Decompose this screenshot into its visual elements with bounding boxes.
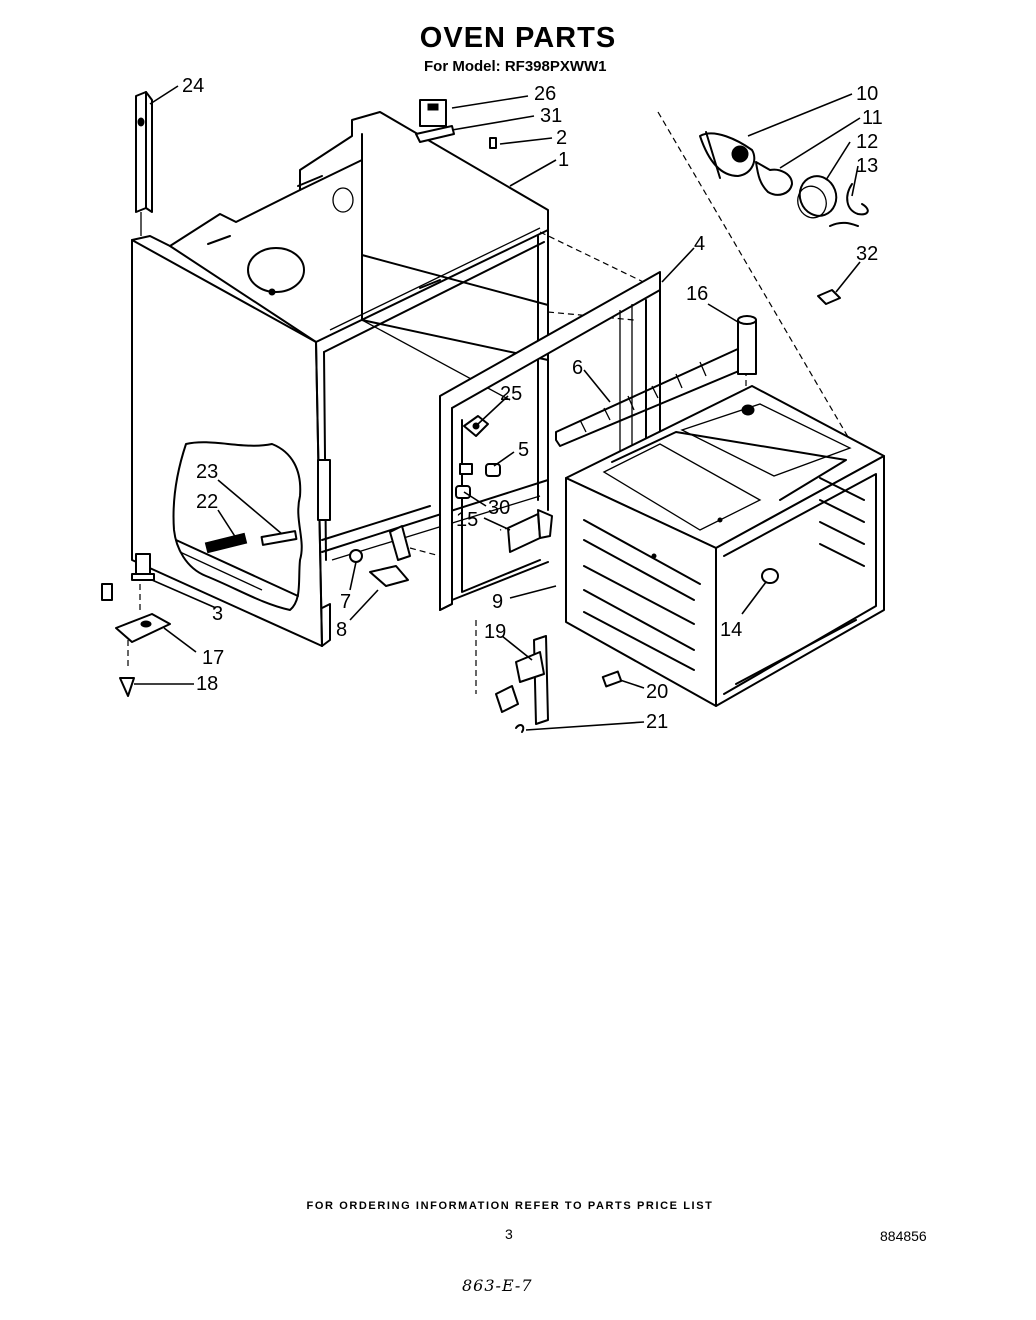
part-2-screw [489,137,497,149]
callout-13: 13 [856,155,878,177]
part-30-insulator [455,463,473,499]
part-26-switch [415,99,455,143]
oven-liner [565,385,885,707]
callout-7: 7 [340,591,351,613]
callout-19: 19 [484,621,506,643]
callout-24: 24 [182,75,204,97]
callout-1: 1 [558,149,569,171]
part-13-lens-retainer [829,183,869,227]
part-21-clip [515,724,525,733]
callout-26: 26 [534,83,556,105]
callout-15: 15 [456,509,478,531]
part-15-bracket [507,509,553,553]
callout-9: 9 [492,591,503,613]
callout-30: 30 [488,497,510,519]
document-number: 884856 [880,1228,927,1244]
callout-23: 23 [196,461,218,483]
callout-31: 31 [540,105,562,127]
part-screw [101,583,113,601]
callout-16: 16 [686,283,708,305]
model-subtitle: For Model: RF398PXWW1 [424,58,607,75]
callout-17: 17 [202,647,224,669]
callout-20: 20 [646,681,668,703]
part-10-light-socket [699,131,756,179]
part-17-bracket [115,613,171,643]
page-number: 3 [505,1226,513,1242]
callout-11: 11 [862,107,883,129]
callout-2: 2 [556,127,567,149]
callout-14: 14 [720,619,742,641]
callout-3: 3 [212,603,223,625]
front-frame [439,271,661,611]
part-16-vent-tube [737,315,757,375]
oven-cabinet [131,111,549,647]
part-7-nut [349,549,363,563]
part-12-lens [797,175,838,219]
part-22-igniter [204,532,248,554]
part-18-tip [119,677,135,697]
ordering-note: FOR ORDERING INFORMATION REFER TO PARTS … [306,1200,714,1212]
callout-32: 32 [856,243,878,265]
callout-21: 21 [646,711,668,733]
callout-8: 8 [336,619,347,641]
part-8-bracket [369,525,411,587]
callout-leaders [134,85,861,731]
part-32-clip [817,289,841,305]
callout-5: 5 [518,439,529,461]
part-24-hinge-bracket [135,91,153,236]
callout-10: 10 [856,83,878,105]
part-5-insulator [485,463,501,477]
handwritten-note: 863-E-7 [462,1276,533,1295]
part-3-leveling-leg [131,553,155,581]
callout-18: 18 [196,673,218,695]
part-11-bulb [755,161,793,196]
callout-22: 22 [196,491,218,513]
callout-25: 25 [500,383,522,405]
callout-numbers: 24 26 31 2 1 10 11 12 13 32 4 16 6 25 5 … [182,75,883,733]
callout-12: 12 [856,131,878,153]
part-23-sensor [260,530,298,546]
part-20-screw [601,670,623,688]
callout-4: 4 [694,233,705,255]
part-19-hinge [495,635,549,725]
callout-6: 6 [572,357,583,379]
page-title: OVEN PARTS [419,22,617,54]
